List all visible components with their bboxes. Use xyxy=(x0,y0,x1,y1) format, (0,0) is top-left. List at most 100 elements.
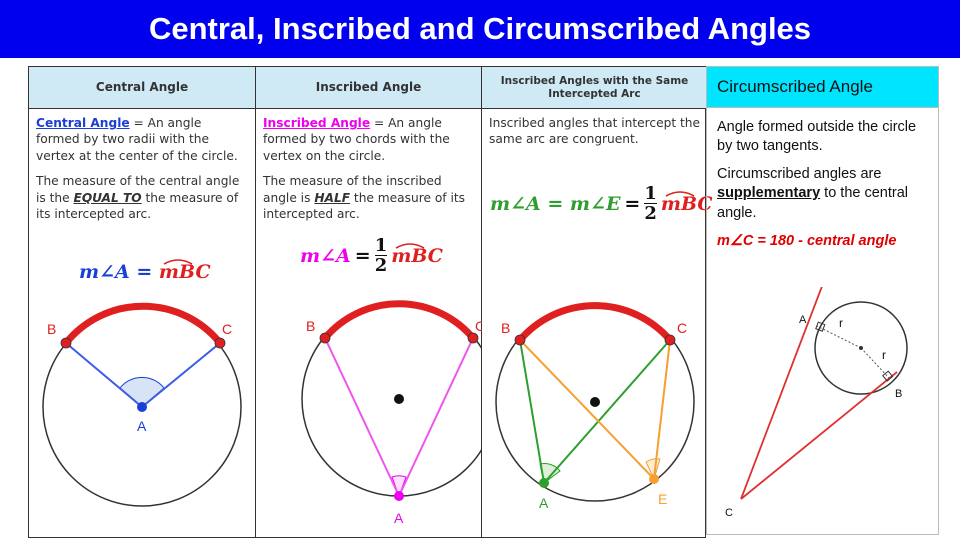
point-b xyxy=(514,334,526,346)
inscribed-angle-column: Inscribed Angle Inscribed Angle = An ang… xyxy=(256,67,482,537)
point-a xyxy=(539,478,549,488)
label-a: A xyxy=(137,418,147,434)
center-point xyxy=(590,397,600,407)
point-e xyxy=(649,474,659,484)
point-b xyxy=(319,332,331,344)
chord-eb xyxy=(519,339,655,480)
arc-overline-icon xyxy=(163,259,193,265)
chord-ec xyxy=(653,339,671,480)
central-angle-term: Central Angle xyxy=(36,116,130,130)
center-point xyxy=(859,346,863,350)
radius-b xyxy=(860,347,891,380)
circumscribed-angle-diagram: A B C r r xyxy=(725,287,908,519)
central-angle-measure: The measure of the central angle is the … xyxy=(36,173,248,222)
central-angle-formula: m∠A = mBC xyxy=(79,259,211,283)
same-arc-text: Inscribed angles that intercept the same… xyxy=(489,116,700,147)
same-arc-header: Inscribed Angles with the Same Intercept… xyxy=(482,67,707,109)
label-b: B xyxy=(47,321,56,337)
label-c: C xyxy=(222,321,232,337)
inscribed-angle-definition: Inscribed Angle = An angle formed by two… xyxy=(263,115,474,164)
label-a: A xyxy=(394,510,404,526)
tangent-ca xyxy=(740,287,823,500)
label-b: B xyxy=(501,320,510,336)
angle-sector xyxy=(119,376,165,408)
formula-eq: = xyxy=(624,193,641,215)
inscribed-angle-header: Inscribed Angle xyxy=(256,67,481,109)
label-c: C xyxy=(725,507,733,519)
radius-a xyxy=(816,325,862,349)
label-r1: r xyxy=(839,316,843,330)
intercepted-arc xyxy=(517,302,673,343)
fraction-numerator: 1 xyxy=(374,235,388,256)
label-c: C xyxy=(475,318,482,334)
formula-eq: = xyxy=(354,245,371,267)
circumscribed-angle-panel: Circumscribed Angle Angle formed outside… xyxy=(706,66,939,535)
point-a xyxy=(394,491,404,501)
right-angle-b-icon xyxy=(882,370,894,382)
page-title: Central, Inscribed and Circumscribed Ang… xyxy=(0,0,960,58)
central-angle-def-text: = An angle formed by two radii with the … xyxy=(36,116,238,163)
formula-left: m∠A xyxy=(79,261,130,283)
central-angle-header: Central Angle xyxy=(29,67,255,109)
inscribed-angle-term: Inscribed Angle xyxy=(263,116,371,130)
formula-right: mBC xyxy=(158,261,211,283)
angles-table: Central Angle Central Angle = An angle f… xyxy=(28,66,713,538)
central-measure-emph: EQUAL TO xyxy=(73,190,142,205)
central-angle-column: Central Angle Central Angle = An angle f… xyxy=(29,67,256,537)
same-arc-diagram: B C A E xyxy=(495,302,695,511)
label-a: A xyxy=(799,314,807,326)
point-c xyxy=(214,337,226,349)
inscribed-measure-pre: The measure of the inscribed angle is xyxy=(263,174,442,205)
label-e: E xyxy=(658,491,667,507)
formula-left: m∠A xyxy=(300,245,351,267)
label-r2: r xyxy=(882,348,886,362)
center-point-a xyxy=(137,402,147,412)
chord-ac xyxy=(543,339,671,484)
label-a: A xyxy=(539,495,549,511)
circumscribed-property: Circumscribed angles are supplementary t… xyxy=(717,165,928,222)
radius-ac xyxy=(141,342,221,408)
inscribed-measure-post: the measure of its intercepted arc. xyxy=(263,190,465,222)
intercepted-arc xyxy=(322,300,476,341)
fraction-denominator: 2 xyxy=(644,203,657,224)
point-c xyxy=(467,332,479,344)
label-b: B xyxy=(895,388,902,400)
point-b xyxy=(60,337,72,349)
inscribed-angle-measure: The measure of the inscribed angle is HA… xyxy=(263,173,474,222)
radius-ab xyxy=(65,342,143,408)
circle xyxy=(814,301,908,395)
same-arc-column: Inscribed Angles with the Same Intercept… xyxy=(482,67,713,537)
central-measure-pre: The measure of the central angle is the xyxy=(36,174,240,205)
fraction-numerator: 1 xyxy=(644,183,657,204)
chord-ac xyxy=(398,337,474,497)
circumscribed-formula: m∠C = 180 - central angle xyxy=(717,232,897,249)
property-post: to the central angle. xyxy=(717,185,909,221)
property-bold: supplementary xyxy=(717,185,821,202)
point-c xyxy=(664,334,676,346)
center-point xyxy=(394,394,404,404)
formula-left: m∠A = m∠E xyxy=(490,193,621,215)
inscribed-measure-emph: HALF xyxy=(314,190,351,205)
central-angle-definition: Central Angle = An angle formed by two r… xyxy=(36,115,248,164)
central-measure-post: the measure of its intercepted arc. xyxy=(36,190,239,222)
formula-right: mBC xyxy=(391,245,443,267)
fraction-denominator: 2 xyxy=(374,255,388,276)
angle-sector xyxy=(391,475,407,498)
property-pre: Circumscribed angles are xyxy=(717,166,882,183)
central-angle-diagram: B C A xyxy=(42,302,242,507)
formula-eq: = xyxy=(129,261,159,283)
formula-right: mBC xyxy=(660,193,713,215)
right-angle-a-icon xyxy=(815,321,826,332)
arc-overline-icon xyxy=(395,243,425,249)
circumscribed-angle-header: Circumscribed Angle xyxy=(707,67,938,108)
tangent-cb xyxy=(740,371,898,500)
inscribed-angle-def-text: = An angle formed by two chords with the… xyxy=(263,116,450,163)
intercepted-arc xyxy=(63,302,223,346)
label-c: C xyxy=(677,320,687,336)
chord-ab xyxy=(519,339,545,484)
inscribed-angle-figure: B C A xyxy=(301,300,482,526)
